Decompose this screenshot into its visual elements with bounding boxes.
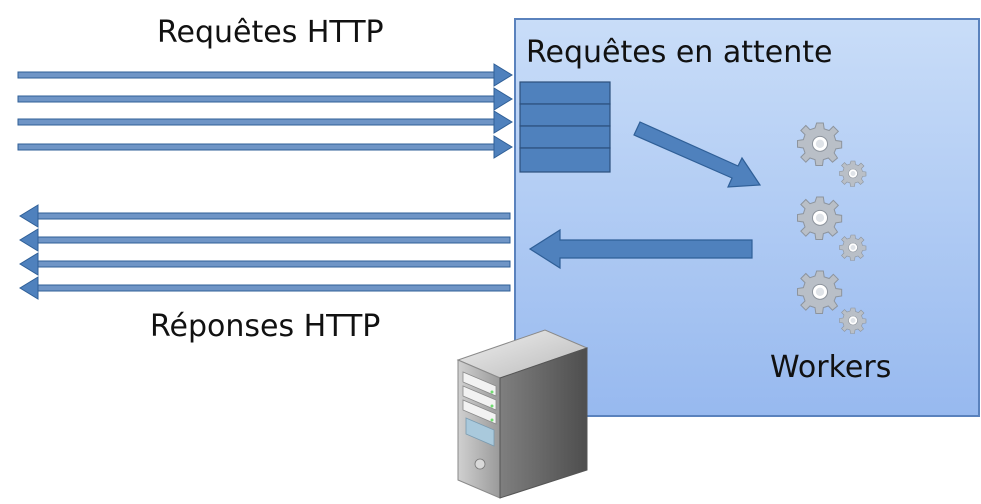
request-arrows [17, 63, 513, 159]
responses-label: Réponses HTTP [150, 309, 381, 344]
response-arrow [19, 228, 511, 252]
requests-label: Requêtes HTTP [157, 15, 384, 50]
queue-slot [519, 147, 611, 173]
request-arrow [17, 87, 513, 111]
request-arrow [17, 63, 513, 87]
response-arrows [19, 204, 511, 300]
dispatch-arrow [633, 121, 762, 188]
server-icon [456, 329, 589, 499]
request-arrow [17, 110, 513, 134]
response-arrow [19, 204, 511, 228]
queue-slot [519, 125, 611, 149]
queue-slot [519, 81, 611, 105]
pending-label: Requêtes en attente [526, 35, 833, 70]
response-arrow [19, 252, 511, 276]
reply-arrow [528, 228, 753, 270]
pending-queue [519, 81, 611, 173]
request-arrow [17, 135, 513, 159]
workers-label: Workers [770, 350, 892, 385]
response-arrow [19, 276, 511, 300]
queue-slot [519, 103, 611, 127]
